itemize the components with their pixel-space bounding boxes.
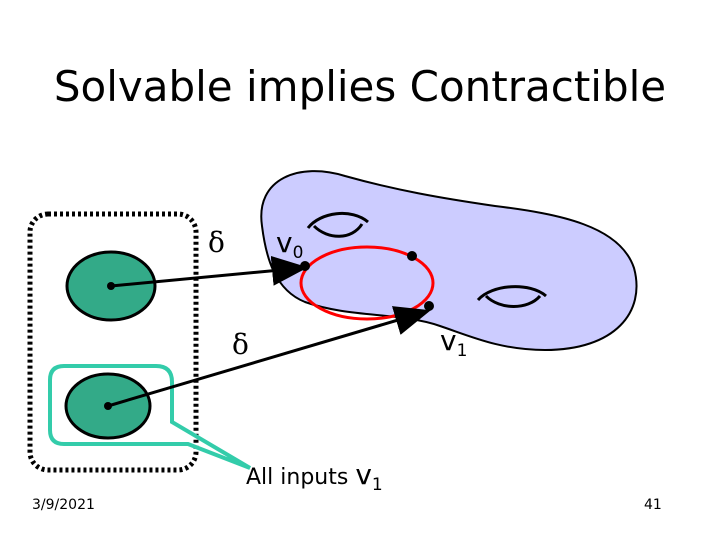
v1-label: v1 <box>440 324 467 361</box>
surface-hole-right <box>476 285 547 308</box>
v1-subscript: 1 <box>456 341 468 361</box>
caption-v: v <box>355 458 372 491</box>
caption-text: All inputs <box>246 465 356 490</box>
map-arrow-bottom <box>107 306 431 408</box>
slide-date: 3/9/2021 <box>32 497 95 513</box>
v0-subscript: 0 <box>292 243 304 263</box>
map-arrow-top <box>110 255 308 288</box>
caption-subscript: 1 <box>371 475 383 495</box>
slide-title: Solvable implies Contractible <box>53 62 667 111</box>
surface-hole-left <box>306 211 369 238</box>
v0-label: v0 <box>276 226 303 263</box>
input-callout <box>48 364 252 470</box>
slide-page-number: 41 <box>644 497 662 513</box>
all-inputs-caption: All inputs v1 <box>246 458 383 495</box>
vertex-v1-dot <box>424 301 434 311</box>
vertex-top-dot <box>407 251 417 261</box>
delta-label-top: δ <box>208 226 225 259</box>
delta-label-bottom: δ <box>232 328 249 361</box>
process-frame <box>27 211 199 473</box>
v1-letter: v <box>440 324 457 357</box>
v0-letter: v <box>276 226 293 259</box>
